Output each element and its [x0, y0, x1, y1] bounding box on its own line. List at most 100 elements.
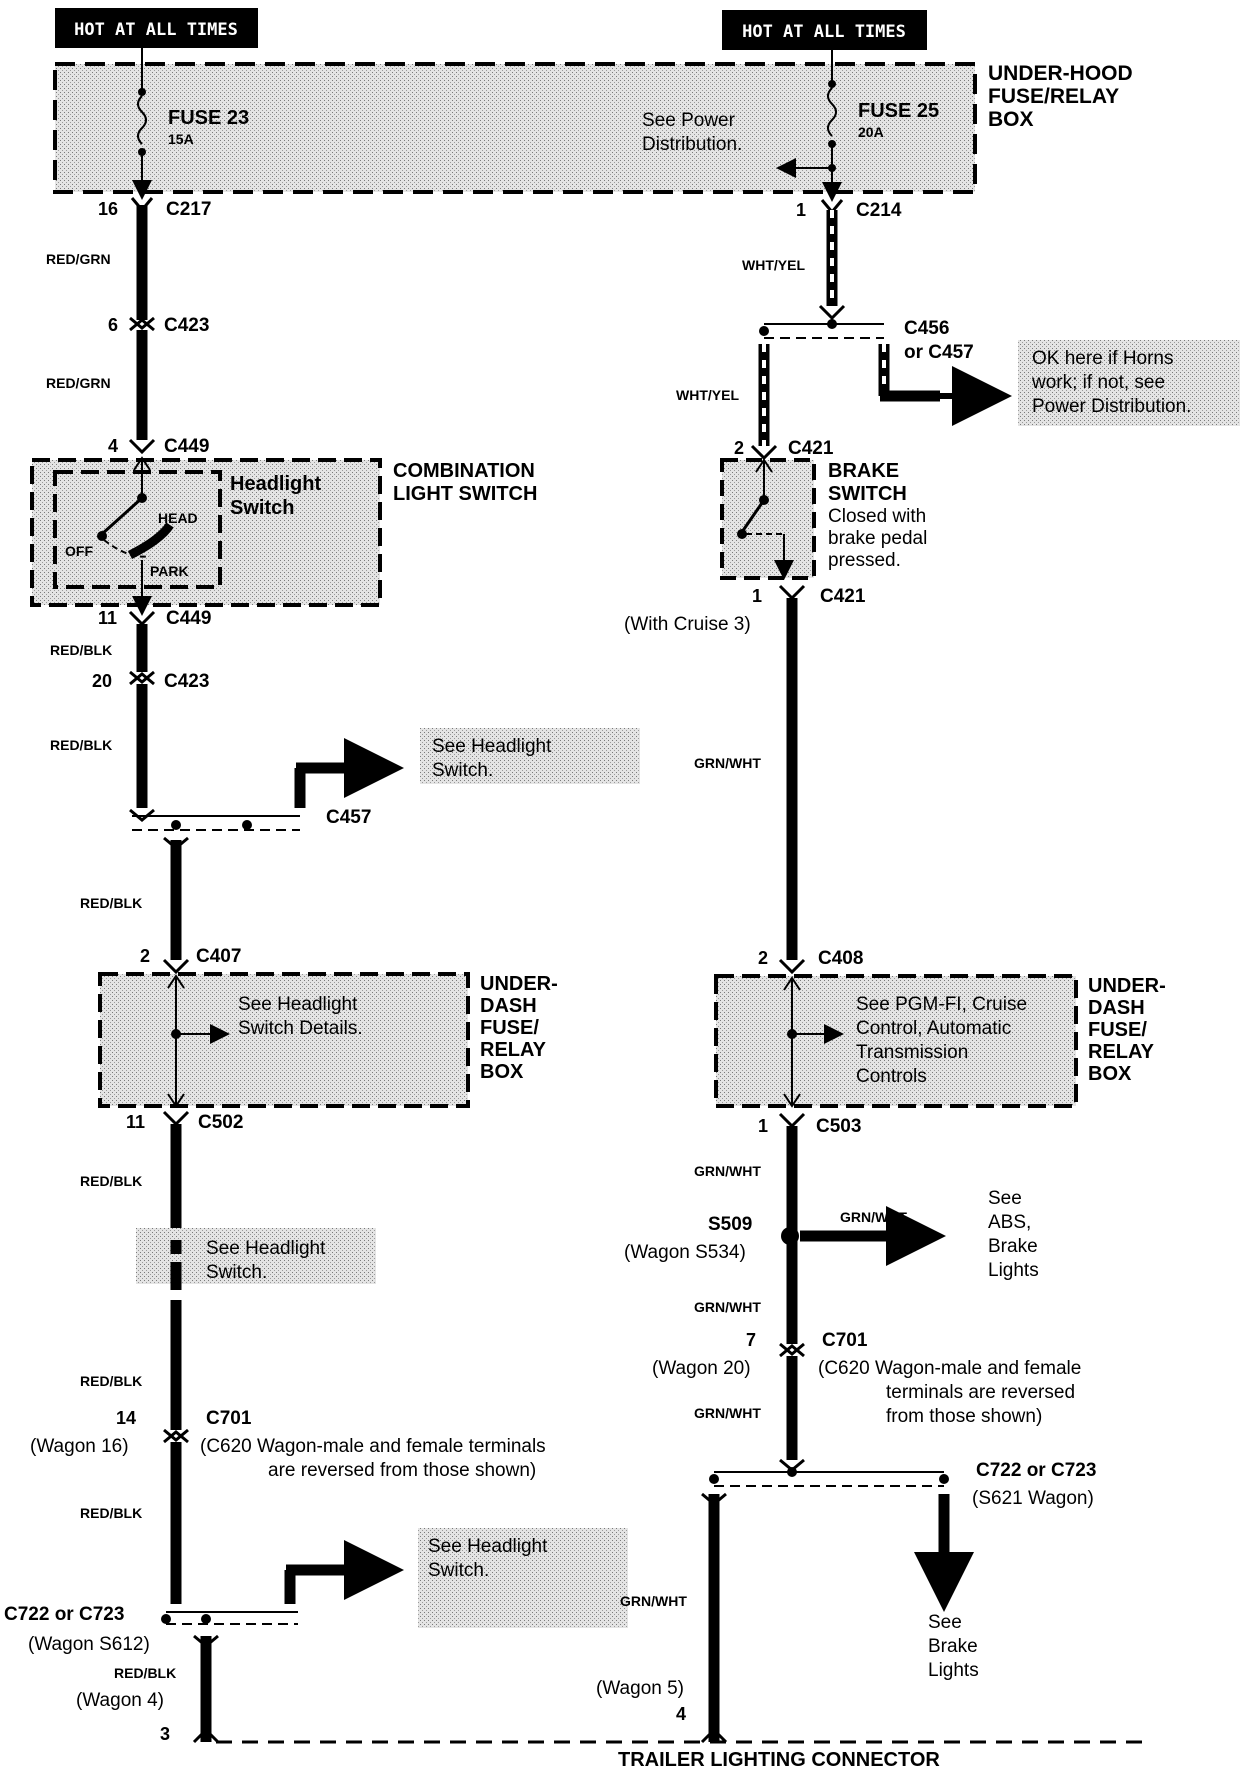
headlight-switch-blade	[100, 496, 144, 536]
c503-pin: 1	[758, 1116, 768, 1136]
underhood-title-2: FUSE/RELAY	[988, 85, 1119, 108]
c701-pin-right: 7	[746, 1330, 756, 1350]
horns-note-1: OK here if Horns	[1032, 348, 1174, 369]
c701-label-left: C701	[206, 1408, 252, 1429]
brake-switch-note-3: pressed.	[828, 550, 901, 571]
wire-label-red-blk-2: RED/BLK	[50, 737, 112, 753]
pgm-note-2: Control, Automatic	[856, 1018, 1011, 1039]
underhood-title-3: BOX	[988, 108, 1034, 131]
c701-pin-left: 14	[116, 1408, 136, 1428]
c503-label: C503	[816, 1116, 861, 1137]
hl-details-note-2: Switch Details.	[238, 1018, 363, 1039]
abs-note-1: See	[988, 1188, 1022, 1209]
wire-label-red-blk-3: RED/BLK	[80, 895, 142, 911]
c421-pin-a: 2	[734, 438, 744, 458]
headlight-switch-label-2: Switch	[230, 497, 294, 519]
see-headlight-note-3b: Switch.	[428, 1560, 489, 1581]
wire-label-red-blk-5: RED/BLK	[80, 1373, 142, 1389]
c214-pin: 1	[796, 200, 806, 220]
fuse-23-amp: 15A	[168, 131, 194, 147]
wire-label-grn-wht-5: GRN/WHT	[620, 1593, 687, 1609]
wagon-16-label: (Wagon 16)	[30, 1436, 129, 1457]
c620-note-left-1: (C620 Wagon-male and female terminals	[200, 1436, 546, 1457]
headlight-switch-label-1: Headlight	[230, 473, 321, 495]
pgm-note-1: See PGM-FI, Cruise	[856, 994, 1027, 1015]
c722-label-right: C722 or C723	[976, 1460, 1096, 1481]
hot-badge-left: HOT AT ALL TIMES	[74, 20, 238, 40]
c620-note-right-1: (C620 Wagon-male and female	[818, 1358, 1081, 1379]
c502-pin: 11	[126, 1112, 145, 1132]
left-underdash-title-2: DASH	[480, 995, 537, 1017]
fuse-25-amp: 20A	[858, 124, 884, 140]
horns-note-bg	[1018, 340, 1240, 426]
see-headlight-note-3-bg	[418, 1528, 628, 1628]
see-headlight-note-1b: Switch.	[432, 760, 493, 781]
abs-note-4: Lights	[988, 1260, 1039, 1281]
c722-label-left: C722 or C723	[4, 1604, 124, 1625]
c502-label: C502	[198, 1112, 243, 1133]
fuse-23-icon	[137, 95, 147, 145]
wire-label-grn-wht-4: GRN/WHT	[694, 1405, 761, 1421]
right-underdash-title-5: BOX	[1088, 1063, 1132, 1085]
wire-label-red-grn-2: RED/GRN	[46, 375, 111, 391]
wire-label-red-blk-1: RED/BLK	[50, 642, 112, 658]
c449-pin-a: 4	[108, 436, 118, 456]
brake-switch-title-2: SWITCH	[828, 483, 907, 505]
wagon-5-label: (Wagon 5)	[596, 1678, 684, 1699]
splice-s509	[781, 1227, 799, 1245]
c217-label: C217	[166, 199, 211, 220]
c407-label: C407	[196, 946, 241, 967]
switch-pos-park: PARK	[150, 563, 189, 579]
wagon-20-label: (Wagon 20)	[652, 1358, 751, 1379]
wagon-4-label: (Wagon 4)	[76, 1690, 164, 1711]
abs-note-2: ABS,	[988, 1212, 1031, 1233]
wire-label-grn-wht-1: GRN/WHT	[694, 755, 761, 771]
wire-label-wht-yel-1: WHT/YEL	[742, 257, 805, 273]
c449-label-b: C449	[166, 608, 211, 629]
hot-badge-right-bg	[722, 10, 927, 50]
s621-label: (S621 Wagon)	[972, 1488, 1094, 1509]
brake-switch-note-1: Closed with	[828, 506, 926, 527]
fuse-25-label: FUSE 25	[858, 100, 939, 122]
see-headlight-note-1-bg	[420, 728, 640, 784]
underhood-fuse-box	[53, 62, 977, 194]
switch-pos-head: HEAD	[158, 510, 198, 526]
c408-pin: 2	[758, 948, 768, 968]
fuse-23-label: FUSE 23	[168, 107, 249, 129]
power-distribution-note-1: See Power	[642, 110, 736, 131]
underhood-title-1: UNDER-HOOD	[988, 62, 1133, 85]
left-underdash-title-4: RELAY	[480, 1039, 547, 1061]
horns-note-2: work; if not, see	[1031, 372, 1165, 393]
left-underdash-title-1: UNDER-	[480, 973, 558, 995]
combo-title-1: COMBINATION	[393, 460, 535, 482]
pgm-note-4: Controls	[856, 1066, 927, 1087]
pin-4-label: 4	[676, 1704, 686, 1724]
left-underdash-title-3: FUSE/	[480, 1017, 539, 1039]
abs-branch-wire-label: GRN/WHT	[840, 1209, 907, 1225]
wire-label-red-blk-7: RED/BLK	[114, 1665, 176, 1681]
switch-pos-off: OFF	[65, 543, 93, 559]
combo-title-2: LIGHT SWITCH	[393, 483, 537, 505]
hot-badge-right: HOT AT ALL TIMES	[742, 22, 906, 42]
wagon-s612-label: (Wagon S612)	[28, 1634, 150, 1655]
brake-lights-note-1: See	[928, 1612, 962, 1633]
abs-note-3: Brake	[988, 1236, 1038, 1257]
wire-label-grn-wht-2: GRN/WHT	[694, 1163, 761, 1179]
c449-label-a: C449	[164, 436, 209, 457]
with-cruise-label: (With Cruise 3)	[624, 614, 751, 635]
left-underdash-title-5: BOX	[480, 1061, 524, 1083]
c620-note-left-2: are reversed from those shown)	[268, 1460, 536, 1481]
c456-label-2: or C457	[904, 342, 974, 363]
left-underdash-fuse-box	[98, 972, 470, 1108]
horns-note-3: Power Distribution.	[1032, 396, 1191, 417]
see-headlight-note-1a: See Headlight	[432, 736, 552, 757]
c408-label: C408	[818, 948, 863, 969]
c457-label: C457	[326, 807, 371, 828]
wagon-s534-label: (Wagon S534)	[624, 1242, 746, 1263]
right-underdash-title-3: FUSE/	[1088, 1019, 1147, 1041]
brake-switch-note-2: brake pedal	[828, 528, 927, 549]
c214-label: C214	[856, 200, 902, 221]
brake-switch-title-1: BRAKE	[828, 460, 899, 482]
